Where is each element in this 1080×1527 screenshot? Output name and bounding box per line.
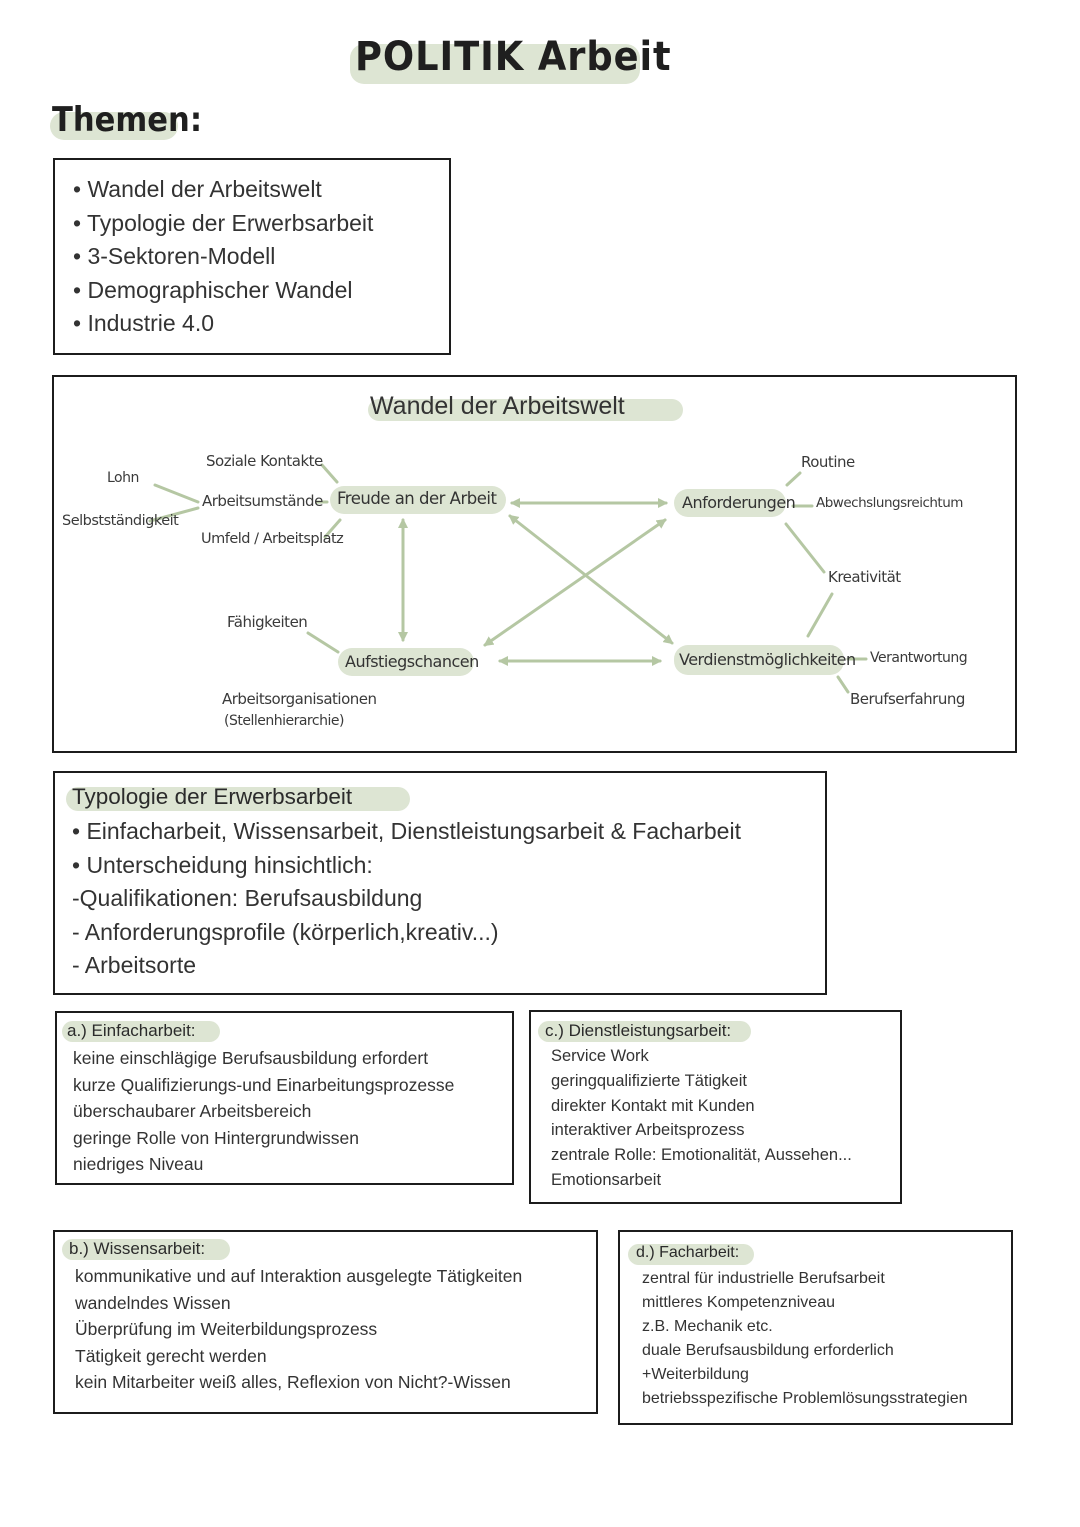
facharbeit-line: +Weiterbildung <box>642 1366 749 1383</box>
facharbeit-heading: d.) Facharbeit: <box>636 1244 740 1261</box>
dienstleistungsarbeit-line: zentrale Rolle: Emotionalität, Aussehen.… <box>551 1146 852 1165</box>
title-highlight <box>350 44 640 84</box>
node-freude: Freude an der Arbeit <box>337 489 497 508</box>
wissensarbeit-line: kein Mitarbeiter weiß alles, Reflexion v… <box>75 1372 511 1393</box>
typologie-line: • Einfacharbeit, Wissensarbeit, Dienstle… <box>72 818 741 844</box>
leaf-arbeitsorganisationen: Arbeitsorganisationen <box>222 690 377 708</box>
leaf-abwechslung: Abwechslungsreichtum <box>816 495 963 511</box>
dienstleistungsarbeit-line: Emotionsarbeit <box>551 1170 662 1189</box>
facharbeit-lines: zentral für industrielle Berufsarbeit mi… <box>642 1267 968 1411</box>
node-anforderungen: Anforderungen <box>682 493 796 512</box>
einfacharbeit-line: keine einschlägige Berufsausbildung erfo… <box>73 1048 429 1068</box>
wissensarbeit-lines: kommunikative und auf Interaktion ausgel… <box>75 1263 522 1396</box>
einfacharbeit-heading: a.) Einfacharbeit: <box>67 1021 196 1040</box>
facharbeit-line: mittleres Kompetenzniveau <box>642 1294 835 1311</box>
leaf-stellenhierarchie: (Stellenhierarchie) <box>224 713 344 729</box>
facharbeit-line: betriebsspezifische Problemlösungsstrate… <box>642 1390 968 1407</box>
einfacharbeit-line: überschaubarer Arbeitsbereich <box>73 1101 312 1122</box>
wissensarbeit-heading-highlight <box>62 1239 230 1260</box>
dienstleistungsarbeit-line: geringqualifizierte Tätigkeit <box>551 1071 747 1090</box>
dienstleistungsarbeit-heading: c.) Dienstleistungsarbeit: <box>545 1021 732 1040</box>
typologie-heading-highlight <box>66 787 410 811</box>
topic-item: • Industrie 4.0 <box>73 310 215 337</box>
topic-item: • 3-Sektoren-Modell <box>73 243 276 270</box>
typologie-line: - Arbeitsorte <box>72 952 196 979</box>
facharbeit-box <box>618 1230 1013 1425</box>
leaf-selbststaendigkeit: Selbstständigkeit <box>62 513 179 529</box>
leaf-verantwortung: Verantwortung <box>870 650 968 666</box>
wissensarbeit-line: wandelndes Wissen <box>75 1292 231 1313</box>
leaf-umfeld: Umfeld / Arbeitsplatz <box>201 531 344 547</box>
leaf-soziale-kontakte: Soziale Kontakte <box>206 452 323 470</box>
topic-item: • Demographischer Wandel <box>73 276 353 303</box>
einfacharbeit-line: kurze Qualifizierungs-und Einarbeitungsp… <box>73 1074 455 1095</box>
facharbeit-line: z.B. Mechanik etc. <box>642 1318 773 1335</box>
einfacharbeit-box <box>55 1011 514 1185</box>
leaf-routine: Routine <box>801 453 855 471</box>
typologie-heading: Typologie der Erwerbsarbeit <box>72 784 353 809</box>
node-aufstiegschancen: Aufstiegschancen <box>345 652 479 671</box>
typologie-line: - Anforderungsprofile (körperlich,kreati… <box>72 918 499 945</box>
einfacharbeit-line: geringe Rolle von Hintergrundwissen <box>73 1127 359 1148</box>
wissensarbeit-heading: b.) Wissensarbeit: <box>69 1239 206 1258</box>
topic-item: • Wandel der Arbeitswelt <box>73 176 322 202</box>
typologie-lines: • Einfacharbeit, Wissensarbeit, Dienstle… <box>72 815 741 983</box>
dienstleistungsarbeit-line: direkter Kontakt mit Kunden <box>551 1096 755 1115</box>
dienstleistungsarbeit-box <box>529 1010 902 1204</box>
verdienst-highlight <box>674 645 844 675</box>
mindmap-title-highlight <box>368 399 683 421</box>
page-title: POLITIK Arbeit <box>355 34 672 80</box>
leaf-berufserfahrung: Berufserfahrung <box>850 690 965 708</box>
leaf-kreativitaet: Kreativität <box>828 568 901 586</box>
leaf-faehigkeiten: Fähigkeiten <box>227 613 308 631</box>
dienstleistungsarbeit-lines: Service Work geringqualifizierte Tätigke… <box>551 1044 852 1193</box>
wissensarbeit-line: Tätigkeit gerecht werden <box>75 1345 267 1366</box>
dienstleistungsarbeit-heading-highlight <box>538 1021 751 1042</box>
topic-item: • Typologie der Erwerbsarbeit <box>73 209 374 236</box>
wissensarbeit-box <box>53 1230 598 1414</box>
facharbeit-line: duale Berufsausbildung erforderlich <box>642 1342 894 1359</box>
dienstleistungsarbeit-line: Service Work <box>551 1047 649 1065</box>
einfacharbeit-heading-highlight <box>62 1021 220 1042</box>
einfacharbeit-lines: keine einschlägige Berufsausbildung erfo… <box>73 1045 454 1178</box>
aufstieg-highlight <box>338 648 474 676</box>
node-verdienst: Verdienstmöglichkeiten <box>679 650 856 669</box>
leaf-arbeitsumstaende: Arbeitsumstände <box>202 492 323 510</box>
anforderungen-highlight <box>674 489 786 517</box>
typologie-line: • Unterscheidung hinsichtlich: <box>72 851 373 878</box>
themen-highlight <box>50 112 178 140</box>
wissensarbeit-line: kommunikative und auf Interaktion ausgel… <box>75 1266 523 1286</box>
facharbeit-heading-highlight <box>628 1244 754 1265</box>
typologie-line: -Qualifikationen: Berufsausbildung <box>72 885 423 912</box>
mindmap-title: Wandel der Arbeitswelt <box>370 392 625 420</box>
mindmap-box <box>52 375 1017 753</box>
themen-heading: Themen: <box>52 100 203 140</box>
einfacharbeit-line: niedriges Niveau <box>73 1154 204 1175</box>
facharbeit-line: zentral für industrielle Berufsarbeit <box>642 1270 885 1287</box>
leaf-lohn: Lohn <box>107 470 139 486</box>
topics-list: • Wandel der Arbeitswelt • Typologie der… <box>73 173 373 341</box>
freude-highlight <box>330 486 506 514</box>
typologie-box <box>53 771 827 995</box>
dienstleistungsarbeit-line: interaktiver Arbeitsprozess <box>551 1121 745 1140</box>
wissensarbeit-line: Überprüfung im Weiterbildungsprozess <box>75 1319 378 1340</box>
topics-box: • Wandel der Arbeitswelt • Typologie der… <box>53 158 451 355</box>
